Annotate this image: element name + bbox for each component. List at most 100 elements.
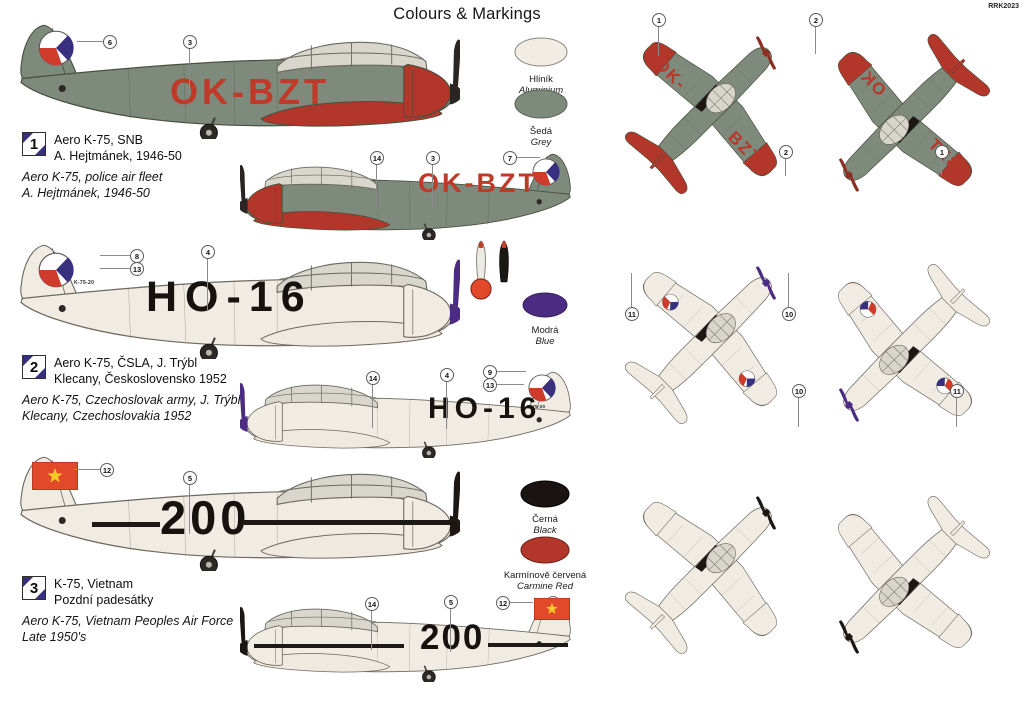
aircraft-plan-view: OK- BZT — [588, 0, 823, 231]
scheme-subtitle-line2: Klecany, Czechoslovakia 1952 — [22, 409, 192, 423]
callout-4: 4 — [201, 245, 215, 310]
black-swatch — [520, 480, 570, 508]
callout-5: 5 — [183, 471, 197, 534]
scheme2-caption: 2 Aero K-75, ČSLA, J. Trýbl Klecany, Čes… — [22, 355, 262, 425]
czech-roundel — [38, 30, 74, 66]
scheme-title: Aero K-75, ČSLA, J. Trýbl Klecany, Česko… — [54, 355, 227, 388]
propeller-blades — [470, 240, 509, 300]
callout-14: 14 — [370, 151, 384, 210]
callout-2: 2 — [809, 13, 823, 54]
czechoslovak-roundel — [38, 252, 74, 288]
cheatline-left — [92, 522, 160, 527]
profile-scheme3-right-side: 200 — [8, 452, 460, 571]
scheme-title-line1: K-75, Vietnam — [54, 577, 133, 591]
planview-scheme1-bottom: BZT OK- — [792, 0, 1024, 232]
blue-swatch — [522, 292, 568, 318]
legend-label-en: Black — [533, 525, 557, 536]
callout-2: 2 — [779, 145, 793, 176]
aircraft-plan-view — [588, 226, 823, 461]
planview-scheme1-top: OK- BZT — [585, 0, 823, 234]
scheme-title: Aero K-75, SNB A. Hejtmánek, 1946-50 — [54, 132, 182, 165]
profile-scheme2-right-side: K-75-20 HO-16 — [8, 240, 460, 359]
page-title: Colours & Markings — [393, 5, 541, 23]
scheme-number-badge: 3 — [22, 576, 46, 600]
callout-10: 10 — [782, 273, 796, 321]
vietnam-flag — [32, 462, 78, 490]
serial-text: K-75-20 — [527, 404, 546, 409]
scheme-title-line2: A. Hejtmánek, 1946-50 — [54, 149, 182, 164]
aircraft-plan-view — [588, 456, 823, 691]
profile-scheme2-left-side: K-75-20 HO-16 — [240, 368, 580, 458]
scheme-number-badge: 2 — [22, 355, 46, 379]
aircraft-plan-view: BZT OK- — [792, 0, 1024, 232]
carmine-swatch — [520, 536, 570, 564]
planview-scheme3-bottom — [792, 456, 1024, 694]
registration-text: HO-16 — [146, 273, 313, 321]
callout-5: 5 — [444, 595, 458, 652]
planview-scheme2-bottom — [792, 224, 1024, 462]
legend-grey: Šedá Grey — [513, 88, 569, 148]
scheme-subtitle-line1: Aero K-75, police air fleet — [22, 169, 163, 184]
legend-label-cz: Černá — [532, 514, 558, 525]
aluminium-swatch — [514, 37, 568, 67]
aircraft-plan-view — [792, 459, 1024, 694]
propeller-legend — [468, 236, 520, 307]
scheme-subtitle-line2: Late 1950's — [22, 630, 87, 644]
callout-13: 13 — [100, 262, 144, 276]
legend-blue: Modrá Blue — [521, 291, 569, 347]
scheme-title-line1: Aero K-75, SNB — [54, 133, 143, 147]
sheet-code: RRK2023 — [988, 3, 1019, 10]
registration-text: OK-BZT — [170, 71, 330, 112]
legend-aluminium: Hliník Aluminium — [513, 36, 569, 96]
blade-red-tip — [478, 241, 484, 248]
scheme-number-badge: 1 — [22, 132, 46, 156]
scheme-title: K-75, Vietnam Pozdní padesátky — [54, 576, 153, 609]
planview-scheme3-top — [585, 456, 823, 694]
callout-3: 3 — [426, 151, 440, 208]
legend-label-cz: Karmínově červená — [503, 570, 587, 581]
callout-4: 4 — [440, 368, 454, 429]
cheatline-left — [254, 644, 404, 648]
scheme-title-line2: Pozdní padesátky — [54, 593, 154, 608]
red-spinner-ball — [470, 278, 492, 300]
scheme-number: 3 — [29, 579, 39, 597]
profile-scheme3-left-side: 200 — [240, 592, 580, 682]
scheme-title-line2: Klecany, Československo 1952 — [54, 372, 227, 387]
callout-14: 14 — [365, 597, 379, 650]
registration-text: 200 — [160, 491, 251, 544]
grey-swatch — [514, 89, 568, 119]
callout-10: 10 — [792, 384, 806, 427]
callout-3: 3 — [183, 35, 197, 94]
callout-6: 6 — [77, 35, 117, 49]
aircraft-side-profile — [240, 595, 572, 682]
legend-label-en: Carmine Red — [517, 581, 573, 592]
callout-1: 1 — [935, 145, 949, 176]
scheme-number: 2 — [29, 358, 39, 376]
vietnam-flag — [534, 598, 570, 620]
cheatline-right — [488, 643, 568, 647]
registration-text: HO-16 — [428, 392, 542, 425]
scheme-subtitle-line1: Aero K-75, Czechoslovak army, J. Trýbl — [22, 392, 241, 407]
callout-9: 9 — [483, 365, 526, 379]
legend-label-en: Grey — [530, 137, 552, 148]
legend-label-en: Blue — [535, 336, 555, 347]
callout-8: 8 — [100, 249, 144, 263]
scheme-subtitle-line2: A. Hejtmánek, 1946-50 — [22, 186, 150, 200]
legend-carmine: Karmínově červená Carmine Red — [475, 536, 615, 592]
profile-scheme1-left-side: OK-BZT — [240, 150, 580, 240]
legend-black: Černá Black — [519, 480, 571, 536]
aircraft-plan-view — [792, 227, 1024, 462]
scheme1-caption: 1 Aero K-75, SNB A. Hejtmánek, 1946-50 A… — [22, 132, 262, 202]
callout-11: 11 — [625, 273, 639, 321]
serial-text: K-75-20 — [74, 280, 95, 286]
planview-scheme2-top — [585, 226, 823, 464]
blade-red-tip — [501, 241, 507, 248]
registration-text: OK-BZT — [418, 168, 538, 198]
scheme-title-line1: Aero K-75, ČSLA, J. Trýbl — [54, 356, 198, 370]
callout-11: 11 — [950, 384, 964, 427]
aluminium-blade — [476, 240, 486, 281]
callout-1: 1 — [652, 13, 666, 56]
callout-14: 14 — [366, 371, 380, 428]
legend-label-cz: Šedá — [529, 126, 553, 137]
